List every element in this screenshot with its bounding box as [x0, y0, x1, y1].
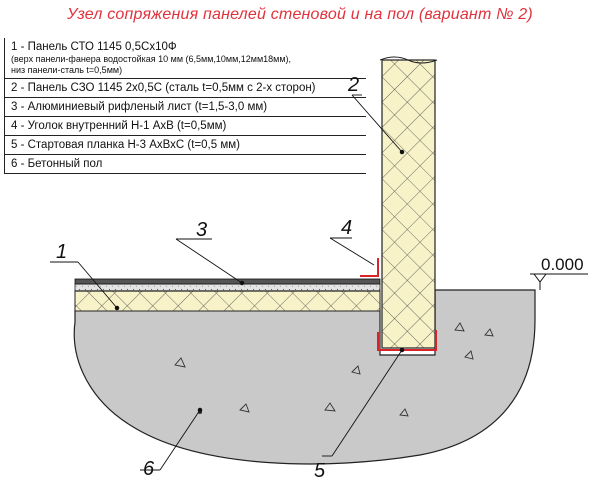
legend-row: 2 - Панель СЗО 1145 2х0,5С (сталь t=0,5м…: [4, 78, 366, 98]
callout-6: 6: [143, 458, 155, 480]
legend-item-3: 3 - Алюминиевый рифленый лист (t=1,5-3,0…: [4, 97, 366, 117]
legend-table: 1 - Панель СТО 1145 0,5Сх10Ф (верх панел…: [4, 38, 366, 174]
callout-1: 1: [56, 241, 67, 263]
legend-item-1-note: (верх панели-фанера водостойкая 10 мм (6…: [11, 54, 292, 75]
concrete-floor: [73, 289, 536, 465]
legend-item-2: 2 - Панель СЗО 1145 2х0,5С (сталь t=0,5м…: [4, 78, 366, 98]
floor-panel: [74, 283, 381, 312]
level-mark: [530, 273, 588, 290]
legend-row: 5 - Стартовая планка Н-3 АхВхС (t=0,5 мм…: [4, 135, 366, 155]
level-mark-label: 0.000: [541, 255, 584, 274]
callout-3: 3: [196, 219, 207, 241]
legend-row: 1 - Панель СТО 1145 0,5Сх10Ф (верх панел…: [4, 38, 366, 79]
aluminium-sheet: [74, 278, 381, 285]
callout-2: 2: [347, 74, 359, 96]
wall-panel: [379, 56, 438, 349]
legend-item-1: 1 - Панель СТО 1145 0,5Сх10Ф: [11, 41, 177, 53]
callout-4: 4: [341, 217, 352, 239]
legend-row: 3 - Алюминиевый рифленый лист (t=1,5-3,0…: [4, 97, 366, 117]
starter-strip: [377, 330, 437, 351]
callout-5: 5: [314, 460, 326, 482]
leader-lines: [50, 94, 405, 471]
legend-item-4: 4 - Уголок внутренний Н-1 АхВ (t=0,5мм): [4, 116, 366, 136]
legend-row: 6 - Бетонный пол: [4, 154, 366, 174]
drawing-title: Узел сопряжения панелей стеновой и на по…: [67, 6, 533, 23]
legend-item-6: 6 - Бетонный пол: [4, 154, 366, 174]
legend-item-5: 5 - Стартовая планка Н-3 АхВхС (t=0,5 мм…: [4, 135, 366, 155]
inner-corner-angle: [360, 258, 379, 277]
legend-row: 4 - Уголок внутренний Н-1 АхВ (t=0,5мм): [4, 116, 366, 136]
